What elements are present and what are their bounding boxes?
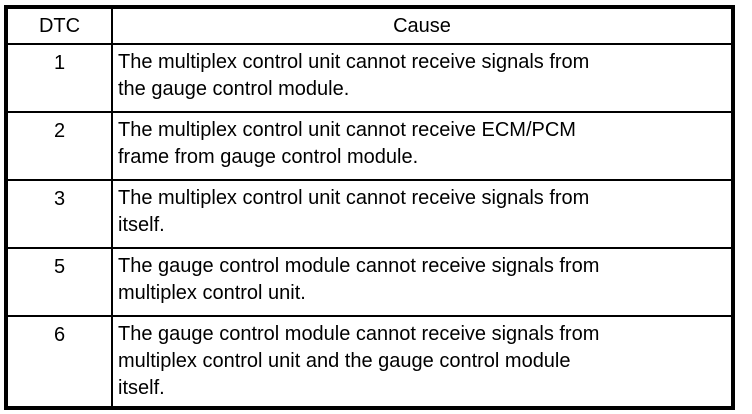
dtc-cause-table-wrapper: DTC Cause 1 The multiplex control unit c…: [4, 5, 735, 410]
dtc-cause-table: DTC Cause 1 The multiplex control unit c…: [4, 5, 735, 410]
dtc-code-cell: 2: [5, 111, 113, 181]
cause-column-header: Cause: [111, 6, 734, 45]
cause-cell: The gauge control module cannot receive …: [111, 315, 734, 409]
cause-cell: The multiplex control unit cannot receiv…: [111, 43, 734, 113]
table-row: 3 The multiplex control unit cannot rece…: [5, 179, 734, 249]
table-header-row: DTC Cause: [5, 6, 734, 45]
table-row: 1 The multiplex control unit cannot rece…: [5, 43, 734, 113]
table-row: 2 The multiplex control unit cannot rece…: [5, 111, 734, 181]
table-row: 5 The gauge control module cannot receiv…: [5, 247, 734, 317]
dtc-code-cell: 5: [5, 247, 113, 317]
dtc-column-header: DTC: [5, 6, 113, 45]
cause-cell: The multiplex control unit cannot receiv…: [111, 179, 734, 249]
dtc-code-cell: 1: [5, 43, 113, 113]
cause-cell: The gauge control module cannot receive …: [111, 247, 734, 317]
cause-cell: The multiplex control unit cannot receiv…: [111, 111, 734, 181]
dtc-code-cell: 3: [5, 179, 113, 249]
dtc-code-cell: 6: [5, 315, 113, 409]
table-row: 6 The gauge control module cannot receiv…: [5, 315, 734, 409]
